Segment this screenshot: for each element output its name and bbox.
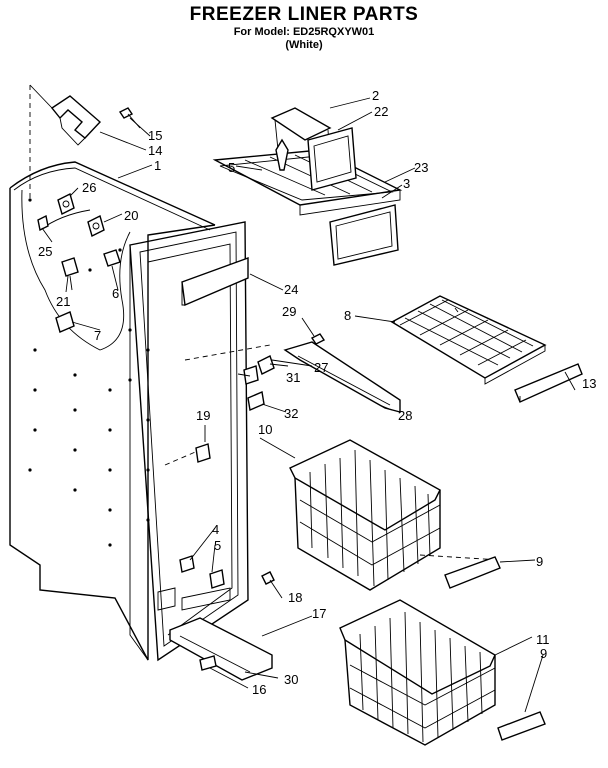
callout-4: 4 xyxy=(212,522,219,537)
callout-8: 8 xyxy=(344,308,351,323)
callout-14: 14 xyxy=(148,143,162,158)
callout-5-shelf: 5 xyxy=(228,160,235,175)
freezer-liner xyxy=(9,85,501,662)
callout-6: 6 xyxy=(112,286,119,301)
lower-basket-11 xyxy=(339,599,496,746)
part-32 xyxy=(247,391,265,411)
callout-25: 25 xyxy=(38,244,52,259)
callout-5: 5 xyxy=(214,538,221,553)
callout-1: 1 xyxy=(154,158,161,173)
callout-10: 10 xyxy=(258,422,272,437)
basket-trim-9b xyxy=(497,711,546,741)
slide-rail-28 xyxy=(283,341,401,413)
callout-9-upper: 9 xyxy=(536,554,543,569)
trim-strip-24 xyxy=(181,257,249,307)
callout-labels: 2 22 5 23 3 15 14 1 26 20 25 21 6 7 24 8… xyxy=(38,88,596,697)
callout-18: 18 xyxy=(288,590,302,605)
component-19 xyxy=(195,443,211,463)
top-bracket xyxy=(29,84,102,146)
callout-29: 29 xyxy=(282,304,296,319)
component-4-5 xyxy=(179,555,225,589)
callout-3: 3 xyxy=(403,176,410,191)
component-7 xyxy=(55,311,75,333)
callout-9-lower: 9 xyxy=(540,646,547,661)
wire-shelf-8 xyxy=(390,295,547,385)
model-number: For Model: ED25RQXYW01 xyxy=(233,26,375,38)
callout-30: 30 xyxy=(284,672,298,687)
callout-27: 27 xyxy=(314,360,328,375)
foot-16 xyxy=(199,655,217,671)
screw-18 xyxy=(261,571,275,585)
callout-17: 17 xyxy=(312,606,326,621)
callout-26: 26 xyxy=(82,180,96,195)
callout-11: 11 xyxy=(536,632,550,647)
component-26 xyxy=(57,192,75,216)
callout-24: 24 xyxy=(284,282,298,297)
callout-16: 16 xyxy=(252,682,266,697)
top-shelf-assembly xyxy=(212,107,403,266)
shelf-trim-13 xyxy=(514,363,583,403)
callout-21: 21 xyxy=(56,294,70,309)
callout-7: 7 xyxy=(94,328,101,343)
callout-32: 32 xyxy=(284,406,298,421)
component-6 xyxy=(103,249,121,267)
component-20 xyxy=(87,214,105,238)
bottom-rail-17 xyxy=(169,617,273,681)
callout-31: 31 xyxy=(286,370,300,385)
component-25 xyxy=(37,214,49,232)
leader-lines xyxy=(41,97,576,713)
callout-13: 13 xyxy=(582,376,596,391)
callout-23: 23 xyxy=(414,160,428,175)
color-note: (White) xyxy=(285,39,323,51)
part-27-31 xyxy=(243,355,275,385)
callout-20: 20 xyxy=(124,208,138,223)
callout-15: 15 xyxy=(148,128,162,143)
basket-trim-9a xyxy=(444,556,501,589)
callout-22: 22 xyxy=(374,104,388,119)
component-21 xyxy=(61,257,79,291)
diagram-title: FREEZER LINER PARTS xyxy=(189,4,419,25)
callout-2: 2 xyxy=(372,88,379,103)
screw-29 xyxy=(310,333,326,345)
callout-19: 19 xyxy=(196,408,210,423)
callout-28: 28 xyxy=(398,408,412,423)
upper-basket-10 xyxy=(289,439,441,591)
